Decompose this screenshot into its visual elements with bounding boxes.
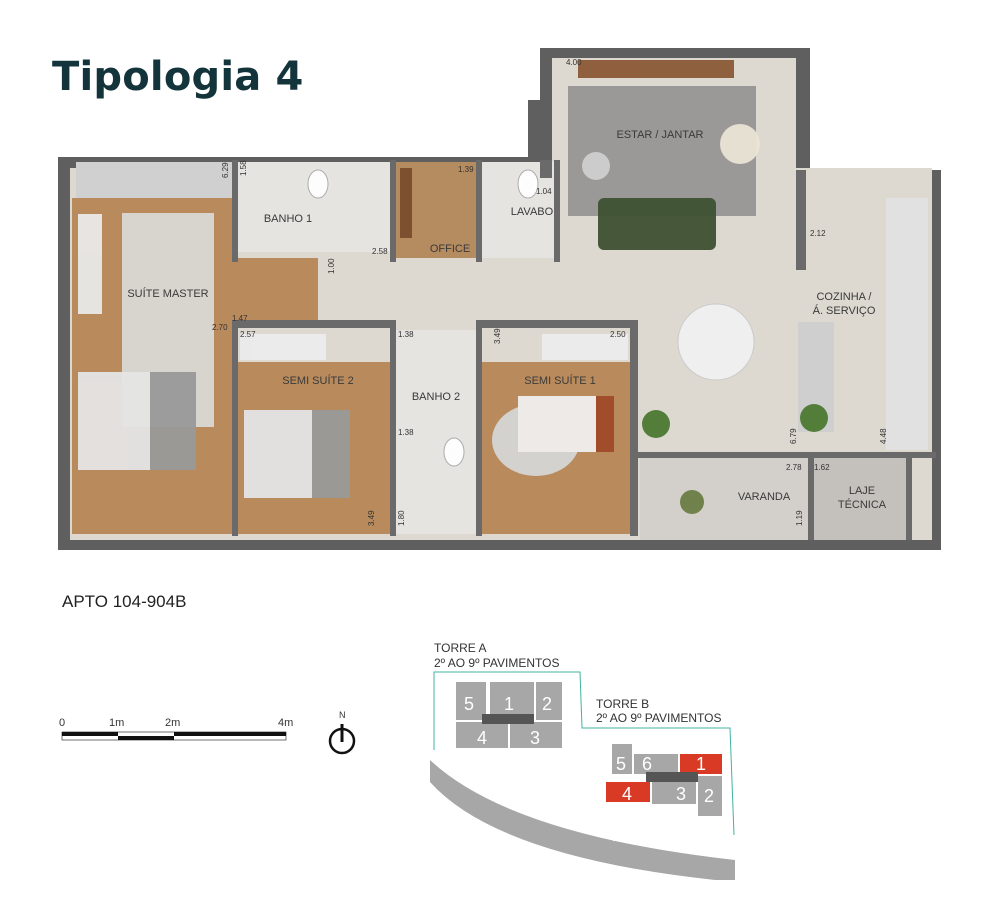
avenue-road — [430, 760, 735, 880]
room-lavabo: LAVABO — [511, 206, 554, 218]
torre-b-blocks: 5 6 1 4 3 2 — [606, 744, 722, 816]
torre-b-unit: 6 — [642, 754, 652, 774]
room-laje-line2: TÉCNICA — [838, 498, 887, 511]
dim-label: 1.04 — [536, 187, 552, 196]
torre-b-unit: 1 — [696, 754, 706, 774]
dim-label: 2.12 — [810, 229, 826, 238]
scale-label: 0 — [59, 717, 65, 729]
dim-label: 1.19 — [795, 510, 804, 526]
torre-b-unit: 2 — [704, 786, 714, 806]
room-banho-1: BANHO 1 — [264, 213, 312, 225]
room-semi-suite-1: SEMI SUÍTE 1 — [524, 374, 596, 387]
room-semi-suite-2: SEMI SUÍTE 2 — [282, 374, 354, 387]
room-cozinha-line2: Á. SERVIÇO — [813, 304, 876, 317]
dim-label: 2.70 — [212, 323, 228, 332]
dim-label: 1.62 — [814, 463, 830, 472]
scale-label: 1m — [109, 717, 124, 729]
torre-a-unit: 5 — [464, 694, 474, 714]
room-suite-master: SUÍTE MASTER — [127, 287, 208, 300]
interior-walls — [232, 160, 936, 540]
room-banho-2: BANHO 2 — [412, 391, 460, 403]
dim-label: 1.80 — [397, 510, 406, 526]
dim-label: 2.57 — [240, 330, 256, 339]
room-varanda: VARANDA — [738, 491, 791, 503]
room-office: OFFICE — [430, 243, 470, 255]
highlight-unit-4 — [606, 782, 650, 802]
site-plan: TORRE A 2º AO 9º PAVIMENTOS TORRE B 2º A… — [430, 641, 735, 880]
dim-label: 1.38 — [398, 428, 414, 437]
dim-label: 1.39 — [458, 165, 474, 174]
floor-plan: ESTAR / JANTAR BANHO 1 OFFICE LAVABO SUÍ… — [58, 48, 941, 550]
dim-label: 6.29 — [221, 162, 230, 178]
dim-label: 4.00 — [566, 58, 582, 67]
dim-label: 6.79 — [789, 428, 798, 444]
dim-label: 3.49 — [367, 510, 376, 526]
dim-label: 3.49 — [493, 328, 502, 344]
dim-label: 1.47 — [232, 314, 248, 323]
torre-a-unit: 4 — [477, 728, 487, 748]
north-label: N — [339, 710, 346, 720]
torre-a-unit: 1 — [504, 694, 514, 714]
dim-label: 4.48 — [879, 428, 888, 444]
room-estar-jantar: ESTAR / JANTAR — [617, 129, 704, 141]
scale-label: 2m — [165, 717, 180, 729]
torre-a-label: TORRE A — [434, 641, 486, 655]
dim-label: 1.00 — [327, 258, 336, 274]
room-cozinha-line1: COZINHA / — [816, 291, 872, 303]
dim-label: 2.50 — [610, 330, 626, 339]
dim-label: 2.78 — [786, 463, 802, 472]
torre-b-unit: 3 — [676, 784, 686, 804]
torre-a-blocks: 5 1 2 4 3 — [456, 682, 562, 748]
apartment-number: APTO 104-904B — [62, 592, 187, 611]
room-laje-line1: LAJE — [849, 485, 875, 497]
scale-bar: 0 1m 2m 4m — [59, 717, 293, 741]
furniture — [78, 60, 928, 514]
torre-b-unit: 4 — [622, 784, 632, 804]
dim-label: 1.38 — [398, 330, 414, 339]
torre-a-floors: 2º AO 9º PAVIMENTOS — [434, 656, 559, 670]
torre-b-unit: 5 — [616, 754, 626, 774]
page-title: Tipologia 4 — [52, 54, 304, 100]
highlight-unit-1 — [680, 754, 722, 774]
torre-b-label: TORRE B — [596, 697, 649, 711]
north-arrow-icon: N — [328, 710, 356, 755]
torre-b-floors: 2º AO 9º PAVIMENTOS — [596, 711, 721, 725]
dim-label: 2.58 — [372, 247, 388, 256]
torre-a-unit: 3 — [530, 728, 540, 748]
dim-label: 1.58 — [239, 160, 248, 176]
scale-label: 4m — [278, 717, 293, 729]
torre-a-unit: 2 — [542, 694, 552, 714]
